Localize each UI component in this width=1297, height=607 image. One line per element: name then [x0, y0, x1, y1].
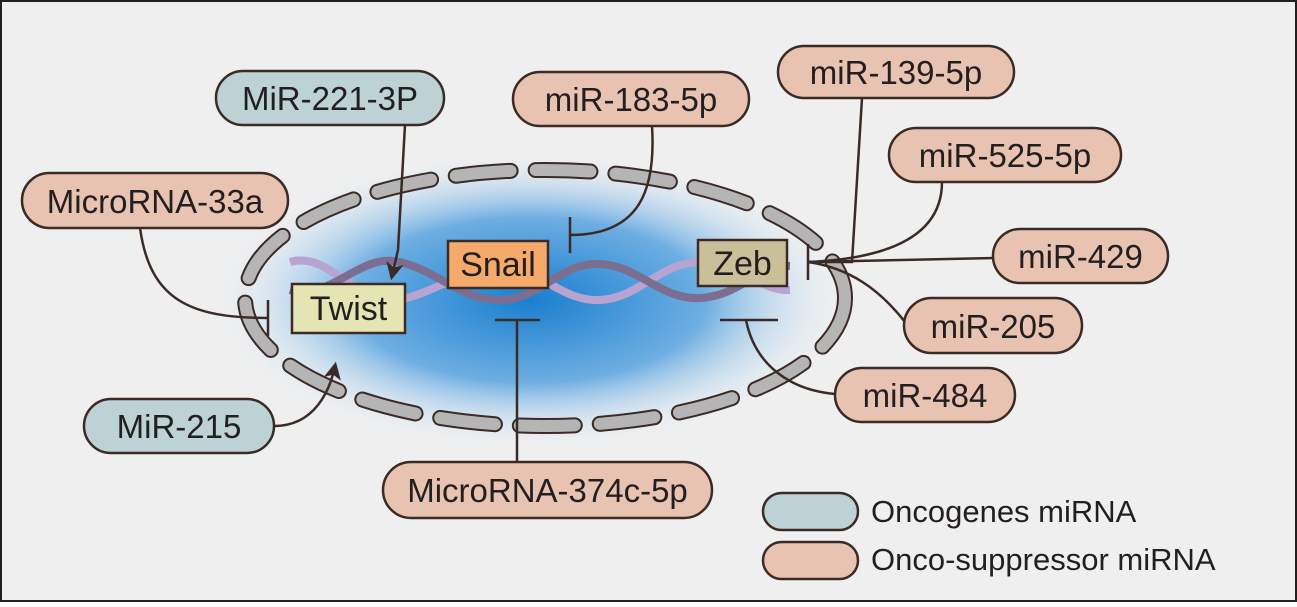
mirna-pill-mir-139-5p: miR-139-5p	[776, 44, 1016, 100]
mirna-label: miR-205	[931, 308, 1056, 345]
gene-twist-label: Twist	[310, 290, 388, 328]
mirna-pill-mir-205: miR-205	[902, 296, 1084, 355]
mirna-pill-microrna-374c-5p: MicroRNA-374c-5p	[381, 460, 714, 520]
legend-label-onco-suppressor: Onco-suppressor miRNA	[871, 542, 1216, 577]
arrow-mir221-to-twist	[386, 124, 407, 281]
mirna-label: miR-525-5p	[919, 137, 1091, 174]
mirna-label: MiR-215	[117, 408, 242, 445]
mirna-label: miR-484	[863, 377, 988, 414]
inhibit-line-mir429	[807, 256, 996, 264]
nuclear-membrane	[239, 164, 851, 432]
inhibit-line-mir183	[569, 125, 654, 237]
inhibit-line-mir484	[744, 319, 836, 396]
mirna-pill-mir-221-3p: MiR-221-3P	[214, 69, 446, 127]
legend-label-oncogenes: Oncogenes miRNA	[871, 494, 1137, 529]
gene-zeb: Zeb	[696, 238, 789, 288]
inhibit-line-microrna33a	[138, 227, 269, 320]
mirna-pill-mir-484: miR-484	[833, 366, 1017, 424]
mirna-label: miR-429	[1018, 238, 1143, 275]
inhibit-line-mir205	[807, 260, 906, 323]
legend: Oncogenes miRNA Onco-suppressor miRNA	[761, 491, 1216, 581]
mirna-label: miR-139-5p	[810, 54, 982, 91]
gene-twist: Twist	[290, 282, 407, 335]
legend-item-oncogenes: Oncogenes miRNA	[761, 491, 1137, 532]
mirna-label: miR-183-5p	[545, 81, 717, 118]
mirna-pill-mir-215: MiR-215	[82, 397, 276, 455]
mirna-label: MicroRNA-33a	[47, 183, 264, 220]
gene-snail: Snail	[446, 239, 550, 290]
arrow-mir215-to-twist	[273, 361, 341, 428]
nucleus-glow	[210, 150, 850, 450]
legend-item-onco-suppressor: Onco-suppressor miRNA	[761, 540, 1216, 581]
mirna-label: MicroRNA-374c-5p	[407, 472, 688, 509]
gene-zeb-label: Zeb	[713, 245, 772, 283]
mirna-pill-mir-183-5p: miR-183-5p	[511, 70, 751, 128]
mirna-label: MiR-221-3P	[242, 80, 418, 117]
mirna-pill-mir-429: miR-429	[991, 227, 1170, 285]
legend-swatch-onco-suppressor	[761, 540, 860, 581]
inhibit-line-mir525	[807, 181, 944, 264]
legend-swatch-oncogenes	[761, 491, 860, 532]
gene-snail-label: Snail	[460, 246, 536, 284]
mirna-pill-mir-525-5p: miR-525-5p	[887, 126, 1123, 184]
mirna-pill-microrna-33a: MicroRNA-33a	[20, 171, 290, 230]
